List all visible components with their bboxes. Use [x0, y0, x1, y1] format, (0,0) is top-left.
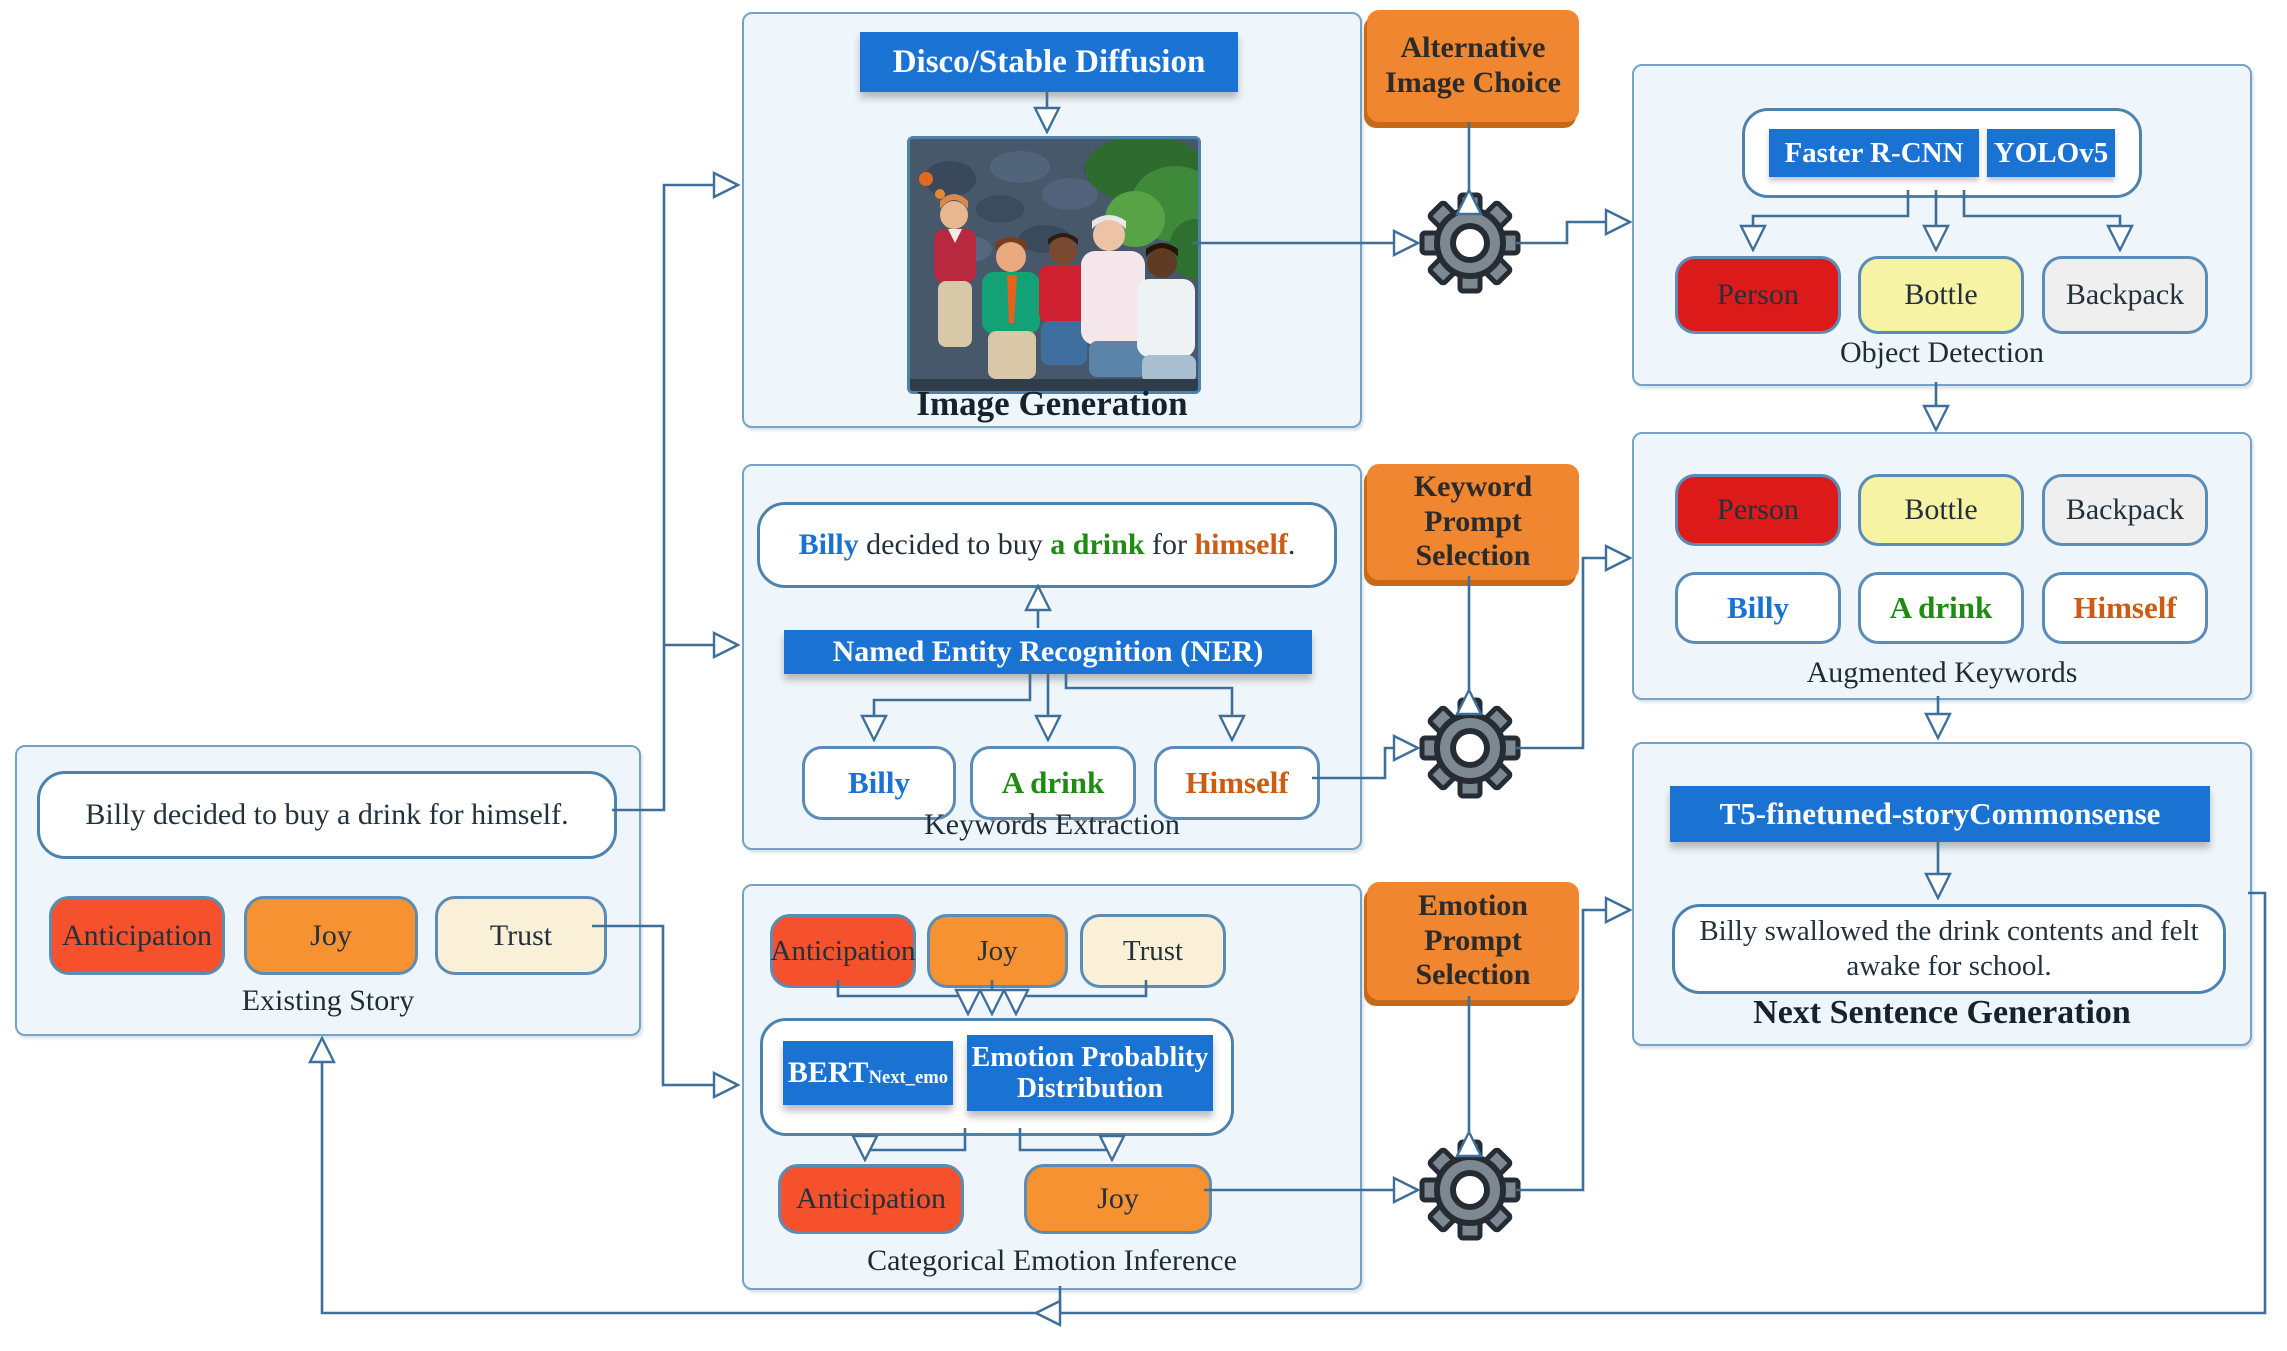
pill-label: Joy	[977, 934, 1018, 967]
panel-title: Object Detection	[1839, 336, 2045, 369]
pill-label: Joy	[1097, 1182, 1139, 1215]
panel-title: Augmented Keywords	[1806, 656, 2078, 689]
panel-title: Image Generation	[916, 384, 1188, 423]
detector-models-container: Faster R-CNN YOLOv5	[1742, 108, 2142, 198]
emotion-pill-anticipation: Anticipation	[770, 914, 916, 988]
panel-title: Existing Story	[241, 984, 415, 1017]
t5-model-bar: T5-finetuned-storyCommonsense	[1670, 786, 2210, 842]
pill-label: Bottle	[1904, 278, 1978, 311]
output-emotion-pill-anticipation: Anticipation	[778, 1164, 964, 1234]
alternative-image-choice-box: Alternative Image Choice	[1367, 10, 1579, 122]
pill-label: Trust	[489, 918, 553, 952]
sentence-text: Billy decided to buy a drink for himself…	[798, 528, 1296, 561]
pill-label: Joy	[310, 918, 352, 952]
emotion-pill-joy: Joy	[927, 914, 1068, 988]
object-pill-backpack: Backpack	[2042, 256, 2208, 334]
diffusion-model-bar: Disco/Stable Diffusion	[860, 32, 1238, 92]
object-pill-bottle: Bottle	[1858, 474, 2024, 546]
sentence-text: Billy decided to buy a drink for himself…	[85, 798, 569, 831]
output-emotion-pill-joy: Joy	[1024, 1164, 1212, 1234]
generated-image-illustration	[910, 139, 1198, 391]
highlighted-sentence: Billy decided to buy a drink for himself…	[757, 502, 1337, 588]
pill-label: A drink	[1001, 765, 1105, 800]
pill-label: Backpack	[2065, 493, 2185, 526]
pill-label: A drink	[1889, 590, 1993, 625]
keyword-pill-billy: Billy	[1675, 572, 1841, 644]
emotion-prompt-selection-box: Emotion Prompt Selection	[1367, 882, 1579, 1000]
existing-story-panel: Billy decided to buy a drink for himself…	[15, 745, 641, 1036]
faster-rcnn-box: Faster R-CNN	[1769, 129, 1979, 177]
sentence-text: Billy swallowed the drink contents and f…	[1699, 914, 2199, 982]
generated-sentence: Billy swallowed the drink contents and f…	[1672, 904, 2226, 994]
pill-label: Billy	[1726, 590, 1789, 625]
keyword-pill-himself: Himself	[1154, 746, 1320, 820]
pill-label: Bottle	[1904, 493, 1978, 526]
augmented-keywords-panel: Person Bottle Backpack Billy A drink Him…	[1632, 432, 2252, 700]
pill-label: Anticipation	[62, 918, 212, 952]
pill-label: Billy	[847, 765, 910, 800]
keyword-prompt-selection-box: Keyword Prompt Selection	[1367, 464, 1579, 580]
keyword-pill-a-drink: A drink	[970, 746, 1136, 820]
emotion-distribution-box: Emotion Probablity Distribution	[967, 1035, 1213, 1111]
emotion-pill-trust: Trust	[1080, 914, 1226, 988]
emotion-pill-trust: Trust	[435, 896, 607, 975]
keyword-pill-himself: Himself	[2042, 572, 2208, 644]
yolov5-box: YOLOv5	[1987, 129, 2115, 177]
keyword-pill-a-drink: A drink	[1858, 572, 2024, 644]
pill-label: Himself	[2073, 590, 2177, 625]
keyword-pill-billy: Billy	[802, 746, 956, 820]
panel-title: Keywords Extraction	[924, 808, 1180, 841]
foliage	[1085, 139, 1198, 279]
pill-label: Himself	[1185, 765, 1289, 800]
object-pill-bottle: Bottle	[1858, 256, 2024, 334]
gear-icon	[1402, 1122, 1538, 1258]
keywords-extraction-panel: Billy decided to buy a drink for himself…	[742, 464, 1362, 850]
ner-model-bar: Named Entity Recognition (NER)	[784, 630, 1312, 674]
object-pill-person: Person	[1675, 256, 1841, 334]
pill-label: Anticipation	[796, 1182, 946, 1215]
image-generation-panel: Disco/Stable Diffusion	[742, 12, 1362, 428]
pill-label: Trust	[1122, 934, 1184, 967]
emotion-pill-joy: Joy	[244, 896, 418, 975]
object-pill-backpack: Backpack	[2042, 474, 2208, 546]
existing-story-sentence: Billy decided to buy a drink for himself…	[37, 771, 617, 859]
emotion-pill-anticipation: Anticipation	[49, 896, 225, 975]
bert-subscript: Next_emo	[868, 1066, 949, 1088]
bert-label: BERT	[787, 1056, 869, 1089]
generated-image	[907, 136, 1201, 394]
panel-title: Categorical Emotion Inference	[867, 1244, 1237, 1277]
object-detection-panel: Faster R-CNN YOLOv5 Person Bottle Backpa…	[1632, 64, 2252, 386]
pill-label: Person	[1717, 278, 1799, 311]
pill-label: Person	[1717, 493, 1799, 526]
panel-title: Next Sentence Generation	[1753, 994, 2131, 1031]
object-pill-person: Person	[1675, 474, 1841, 546]
gear-icon	[1402, 680, 1538, 816]
gear-icon	[1402, 175, 1538, 311]
next-sentence-panel: T5-finetuned-storyCommonsense Billy swal…	[1632, 742, 2252, 1046]
pill-label: Anticipation	[770, 934, 916, 967]
pill-label: Backpack	[2065, 278, 2185, 311]
